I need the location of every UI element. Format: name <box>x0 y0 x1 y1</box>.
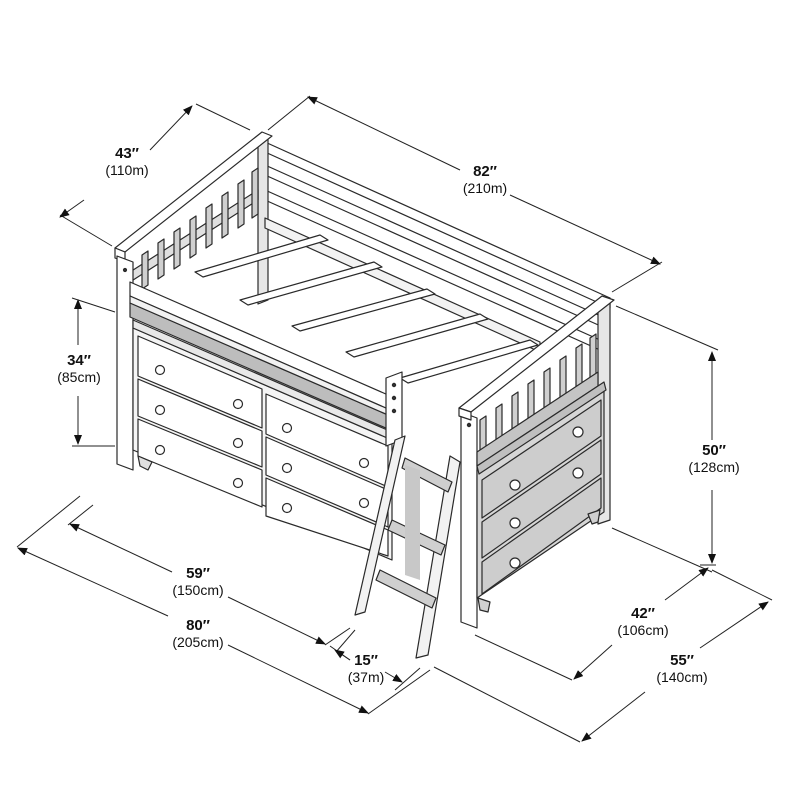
bed-slats <box>195 218 540 383</box>
label-bed-width-imperial: 43″ <box>115 145 139 162</box>
dim-line-total-length <box>17 496 430 714</box>
label-total-depth-metric: (140cm) <box>656 669 708 686</box>
label-total-height: 50″ (128cm) <box>676 442 752 475</box>
dresser-drawer <box>266 437 388 527</box>
label-total-depth: 55″ (140cm) <box>644 652 720 685</box>
dim-line-total-height <box>616 306 718 565</box>
label-ladder-depth-imperial: 15″ <box>354 652 378 669</box>
front-guard-rail <box>130 282 395 432</box>
label-bed-length-metric: (210m) <box>462 180 508 197</box>
label-total-length-metric: (205cm) <box>172 634 224 651</box>
dresser-drawer <box>138 379 262 467</box>
headboard <box>115 132 272 470</box>
back-guard-rail <box>265 142 610 350</box>
ladder <box>355 436 460 658</box>
chest-drawer <box>482 400 601 518</box>
label-chest-depth-imperial: 42″ <box>631 605 655 622</box>
chest <box>477 382 606 612</box>
label-ladder-depth-metric: (37m) <box>347 669 385 686</box>
label-under-clearance-imperial: 34″ <box>67 352 91 369</box>
label-under-clearance-metric: (85cm) <box>57 369 101 386</box>
label-total-length: 80″ (205cm) <box>160 617 236 650</box>
dim-line-ladder-depth <box>330 630 420 690</box>
label-total-height-imperial: 50″ <box>702 442 726 459</box>
label-chest-depth-metric: (106cm) <box>617 622 669 639</box>
label-total-height-metric: (128cm) <box>688 459 740 476</box>
dim-line-bed-width <box>59 104 250 246</box>
label-under-clearance: 34″ (85cm) <box>44 352 114 385</box>
dim-line-chest-depth <box>475 528 712 680</box>
label-total-length-imperial: 80″ <box>186 617 210 634</box>
dim-line-under-clearance <box>72 298 115 446</box>
label-ladder-depth: 15″ (37m) <box>338 652 394 685</box>
dresser <box>133 320 392 560</box>
label-bed-width: 43″ (110m) <box>92 145 162 178</box>
label-dresser-length-metric: (150cm) <box>172 582 224 599</box>
label-dresser-length: 59″ (150cm) <box>160 565 236 598</box>
label-bed-length: 82″ (210m) <box>445 163 525 196</box>
label-bed-width-metric: (110m) <box>105 162 149 179</box>
dresser-drawer <box>138 336 262 428</box>
dresser-drawer <box>266 478 388 556</box>
label-chest-depth: 42″ (106cm) <box>605 605 681 638</box>
label-bed-length-imperial: 82″ <box>473 163 497 180</box>
dresser-drawer <box>138 419 262 507</box>
chest-drawer <box>482 478 601 594</box>
label-dresser-length-imperial: 59″ <box>186 565 210 582</box>
dim-line-total-depth <box>434 570 772 742</box>
dim-line-dresser-length <box>68 505 350 645</box>
dim-line-bed-length <box>268 96 662 292</box>
chest-drawer <box>482 440 601 558</box>
middle-post <box>386 372 402 446</box>
label-total-depth-imperial: 55″ <box>670 652 694 669</box>
